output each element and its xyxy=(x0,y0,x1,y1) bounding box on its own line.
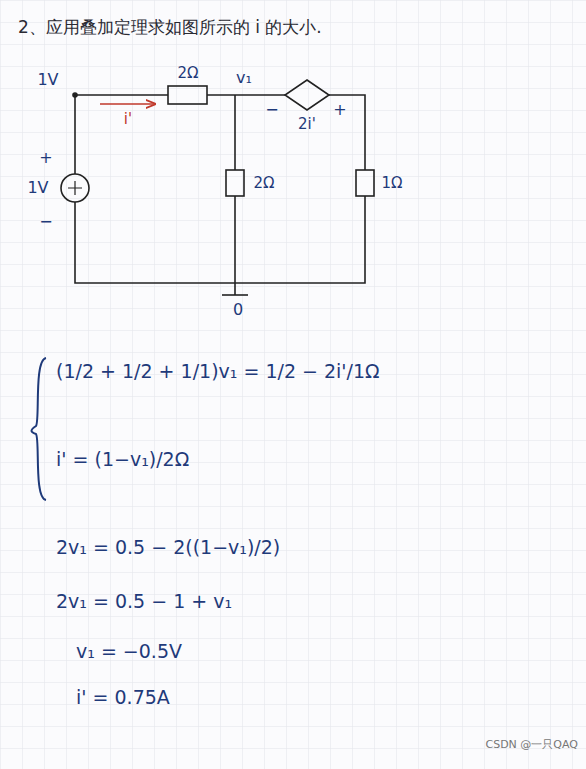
polarity-sign: − xyxy=(265,101,278,119)
equation: 2v₁ = 0.5 − 1 + v₁ xyxy=(56,591,232,613)
current-arrow xyxy=(100,103,155,105)
dependent-source-label: 2i' xyxy=(298,116,316,133)
node-name: v₁ xyxy=(236,69,252,87)
equation: i' = (1−v₁)/2Ω xyxy=(56,449,189,471)
node-dot xyxy=(73,93,77,97)
voltage-source-symbol xyxy=(61,174,89,202)
problem-title: 2、应用叠加定理求如图所示的 i 的大小. xyxy=(18,16,322,39)
resistor-symbol xyxy=(226,170,244,196)
equation: v₁ = −0.5V xyxy=(76,641,182,663)
polarity-sign: − xyxy=(39,213,52,231)
ground-symbol xyxy=(222,294,248,296)
source-sign xyxy=(68,181,82,195)
resistor-label: 2Ω xyxy=(177,65,198,82)
equation: 2v₁ = 0.5 − 2((1−v₁)/2) xyxy=(56,537,280,559)
polarity-sign: + xyxy=(333,101,346,119)
resistor-symbol xyxy=(168,86,207,104)
resistor-label: 1Ω xyxy=(381,175,402,192)
resistor-label: 2Ω xyxy=(253,175,274,192)
dependent-source-diamond xyxy=(285,80,329,110)
equation: i' = 0.75A xyxy=(76,687,170,709)
wire xyxy=(75,95,365,283)
equation: (1/2 + 1/2 + 1/1)v₁ = 1/2 − 2i'/1Ω xyxy=(56,361,380,383)
current-label: i' xyxy=(124,111,132,128)
wire xyxy=(234,95,236,295)
ground-label: 0 xyxy=(233,301,243,319)
watermark: CSDN @一只QAQ xyxy=(485,739,578,752)
resistor-symbol xyxy=(356,170,374,196)
polarity-sign: + xyxy=(39,149,52,167)
node-voltage-label: 1V xyxy=(37,71,58,89)
equation-brace xyxy=(32,358,47,500)
source-value: 1V xyxy=(27,179,48,197)
